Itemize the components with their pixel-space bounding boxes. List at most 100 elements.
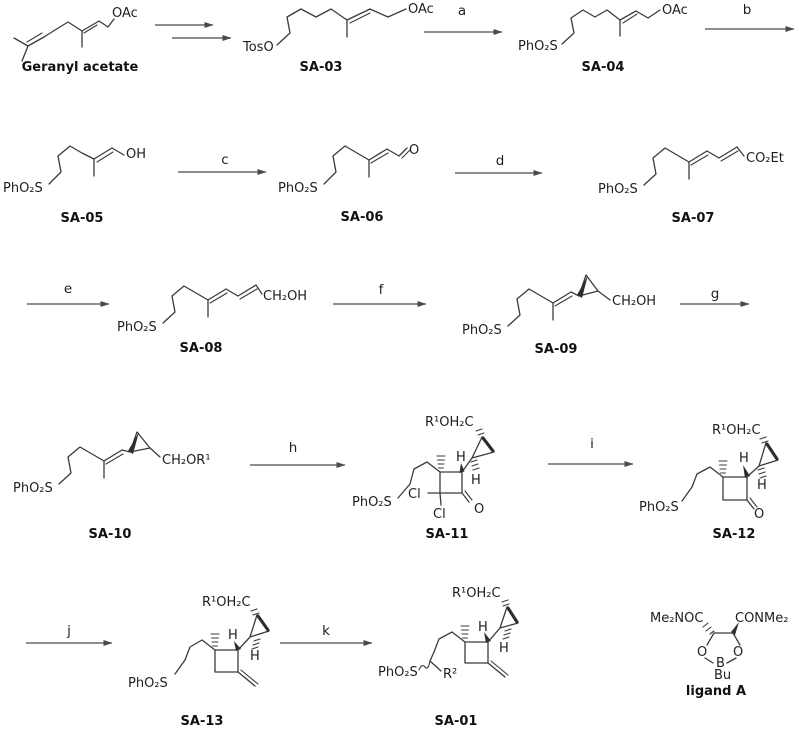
ligand-o-right-label: O bbox=[733, 645, 743, 660]
compound-sa09: PhO₂S CH₂OH SA-09 bbox=[462, 274, 656, 357]
sa12-sulfonyl-label: PhO₂S bbox=[639, 500, 679, 515]
sa11-cl-left-label: Cl bbox=[408, 487, 421, 502]
sa03-skeleton bbox=[276, 8, 407, 46]
reaction-arrow-i: i bbox=[548, 436, 634, 467]
sa11-h-ring-label: H bbox=[471, 473, 481, 488]
compound-sa03: TosO OAc SA-03 bbox=[242, 2, 434, 75]
sa13-skeleton bbox=[174, 608, 270, 687]
sa09-name: SA-09 bbox=[535, 342, 578, 357]
sa12-skeleton bbox=[681, 436, 779, 510]
sa09-sulfonyl-label: PhO₂S bbox=[462, 323, 502, 338]
reaction-arrow-b: b bbox=[705, 2, 795, 32]
sa10-skeleton bbox=[58, 431, 161, 485]
sa10-name: SA-10 bbox=[89, 527, 132, 542]
sa13-protected-alcohol-label: R¹OH₂C bbox=[202, 595, 251, 610]
sa01-protected-alcohol-label: R¹OH₂C bbox=[452, 586, 501, 601]
sa08-skeleton bbox=[162, 284, 263, 324]
sa05-skeleton bbox=[48, 145, 125, 185]
sa01-r2-label: R² bbox=[443, 667, 457, 682]
sa06-skeleton bbox=[323, 145, 411, 185]
sa11-cl-bottom-label: Cl bbox=[433, 507, 446, 522]
sa13-h-top-label: H bbox=[228, 628, 238, 643]
ligand-amide-right-label: CONMe₂ bbox=[735, 611, 788, 626]
compound-sa12: R¹OH₂C H H O PhO₂S SA-12 bbox=[639, 423, 779, 542]
reaction-arrow-a: a bbox=[424, 3, 503, 35]
sa07-ester-label: CO₂Et bbox=[746, 151, 784, 166]
step-b-label: b bbox=[743, 2, 752, 18]
sa06-aldehyde-o-label: O bbox=[409, 143, 419, 158]
compound-sa13: R¹OH₂C H H PhO₂S SA-13 bbox=[128, 595, 270, 729]
geranyl-oac-label: OAc bbox=[112, 6, 138, 21]
sa04-skeleton bbox=[561, 9, 661, 45]
step-k-label: k bbox=[322, 623, 330, 639]
sa03-oac-label: OAc bbox=[408, 2, 434, 17]
sa05-name: SA-05 bbox=[61, 211, 104, 226]
sa01-h-ring-label: H bbox=[499, 641, 509, 656]
step-i-label: i bbox=[590, 436, 594, 452]
sa08-alcohol-label: CH₂OH bbox=[263, 289, 307, 304]
compound-sa11: R¹OH₂C H H Cl Cl O PhO₂S SA-11 bbox=[352, 415, 495, 542]
sa11-protected-alcohol-label: R¹OH₂C bbox=[425, 415, 474, 430]
compound-sa08: PhO₂S CH₂OH SA-08 bbox=[117, 284, 307, 356]
compound-geranyl-acetate: OAc Geranyl acetate bbox=[13, 6, 139, 75]
sa10-sulfonyl-label: PhO₂S bbox=[13, 481, 53, 496]
sa12-h-top-label: H bbox=[739, 451, 749, 466]
sa10-ether-label: CH₂OR¹ bbox=[162, 453, 211, 468]
sa07-name: SA-07 bbox=[672, 211, 715, 226]
compound-ligand-a: Me₂NOC CONMe₂ O O B Bu ligand A bbox=[650, 611, 788, 699]
compound-sa06: PhO₂S O SA-06 bbox=[278, 143, 419, 225]
sa09-skeleton bbox=[507, 274, 611, 327]
step-c-label: c bbox=[221, 152, 228, 168]
sa08-name: SA-08 bbox=[180, 341, 223, 356]
ligand-amide-left-label: Me₂NOC bbox=[650, 611, 703, 626]
sa01-sulfonyl-label: PhO₂S bbox=[378, 665, 418, 680]
ligand-o-left-label: O bbox=[697, 645, 707, 660]
reaction-arrow-d: d bbox=[455, 153, 543, 176]
compound-sa07: PhO₂S CO₂Et SA-07 bbox=[598, 146, 784, 226]
reaction-arrow-f: f bbox=[333, 282, 427, 307]
compound-sa05: PhO₂S OH SA-05 bbox=[3, 145, 146, 226]
geranyl-acetate-skeleton bbox=[13, 18, 115, 62]
sa07-sulfonyl-label: PhO₂S bbox=[598, 182, 638, 197]
reaction-arrow-k: k bbox=[280, 623, 373, 646]
reaction-arrow-j: j bbox=[26, 623, 113, 646]
step-f-label: f bbox=[379, 282, 385, 298]
sa13-h-ring-label: H bbox=[250, 649, 260, 664]
sa11-h-top-label: H bbox=[456, 450, 466, 465]
reaction-arrow-double bbox=[155, 22, 232, 41]
sa01-name: SA-01 bbox=[435, 714, 478, 729]
step-h-label: h bbox=[289, 440, 298, 456]
sa01-h-top-label: H bbox=[478, 620, 488, 635]
sa06-name: SA-06 bbox=[341, 210, 384, 225]
step-g-label: g bbox=[711, 286, 720, 302]
sa13-sulfonyl-label: PhO₂S bbox=[128, 676, 168, 691]
geranyl-name: Geranyl acetate bbox=[22, 60, 139, 75]
step-d-label: d bbox=[496, 153, 505, 169]
step-j-label: j bbox=[66, 623, 71, 639]
sa04-name: SA-04 bbox=[582, 60, 625, 75]
sa12-name: SA-12 bbox=[713, 527, 756, 542]
ligand-a-name: ligand A bbox=[686, 684, 746, 699]
sa11-skeleton bbox=[397, 428, 495, 506]
sa12-ketone-o-label: O bbox=[754, 507, 764, 522]
sa08-sulfonyl-label: PhO₂S bbox=[117, 320, 157, 335]
sa07-skeleton bbox=[643, 146, 745, 186]
compound-sa01: R¹OH₂C H H PhO₂S R² SA-01 bbox=[378, 586, 519, 729]
sa12-protected-alcohol-label: R¹OH₂C bbox=[712, 423, 761, 438]
sa06-sulfonyl-label: PhO₂S bbox=[278, 181, 318, 196]
reaction-arrow-e: e bbox=[27, 281, 110, 307]
sa12-h-ring-label: H bbox=[757, 478, 767, 493]
compound-sa10: PhO₂S CH₂OR¹ SA-10 bbox=[13, 431, 211, 542]
sa11-ketone-o-label: O bbox=[474, 502, 484, 517]
step-a-label: a bbox=[458, 3, 466, 19]
ligand-boron-label: B bbox=[716, 656, 725, 671]
sa05-oh-label: OH bbox=[126, 147, 146, 162]
sa03-toso-label: TosO bbox=[242, 40, 274, 55]
reaction-arrow-g: g bbox=[680, 286, 750, 307]
sa13-name: SA-13 bbox=[181, 714, 224, 729]
ligand-a-skeleton bbox=[702, 622, 741, 664]
sa05-sulfonyl-label: PhO₂S bbox=[3, 181, 43, 196]
sa09-alcohol-label: CH₂OH bbox=[612, 294, 656, 309]
sa04-sulfonyl-label: PhO₂S bbox=[518, 39, 558, 54]
